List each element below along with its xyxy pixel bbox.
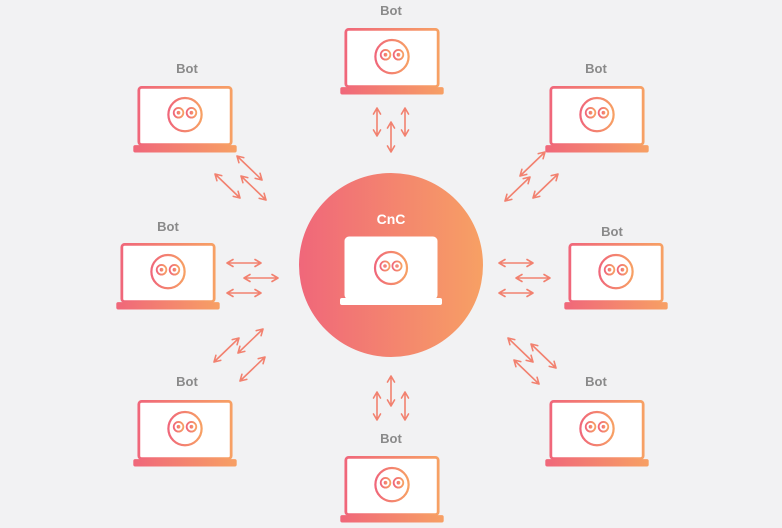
bot-laptop-icon — [543, 399, 651, 468]
bot-laptop-icon — [338, 455, 446, 524]
double-arrow-icon — [400, 107, 410, 137]
bot-label-right: Bot — [601, 224, 623, 239]
bot-laptop-icon — [131, 85, 239, 154]
double-arrow-icon — [400, 391, 410, 421]
double-arrow-icon — [237, 328, 264, 354]
bot-left: Bot — [114, 219, 222, 311]
bot-top: Bot — [338, 3, 446, 96]
bot-laptop-icon — [131, 399, 239, 468]
double-arrow-icon — [372, 391, 382, 421]
bot-label-left: Bot — [157, 219, 179, 234]
bot-laptop-icon — [562, 242, 670, 311]
double-arrow-icon — [513, 359, 540, 385]
double-arrow-icon — [214, 173, 241, 199]
double-arrow-icon — [243, 273, 279, 283]
double-arrow-icon — [386, 375, 396, 407]
bot-label-top: Bot — [380, 3, 402, 18]
double-arrow-icon — [498, 258, 534, 268]
double-arrow-icon — [515, 273, 551, 283]
bot-top-right: Bot — [543, 61, 651, 154]
bot-label-bottom-left: Bot — [176, 374, 198, 389]
double-arrow-icon — [504, 176, 531, 202]
cnc-laptop-icon — [340, 236, 442, 305]
double-arrow-icon — [532, 173, 559, 199]
double-arrow-icon — [239, 356, 266, 382]
double-arrow-icon — [386, 121, 396, 153]
double-arrow-icon — [507, 337, 534, 363]
bot-right: Bot — [562, 224, 670, 311]
double-arrow-icon — [240, 175, 267, 201]
bot-bottom-left: Bot — [131, 374, 239, 468]
bot-laptop-icon — [543, 85, 651, 154]
bot-bottom-right: Bot — [543, 374, 651, 468]
bot-label-bottom-right: Bot — [585, 374, 607, 389]
bot-laptop-icon — [338, 27, 446, 96]
double-arrow-icon — [530, 343, 557, 369]
connection-arrows — [213, 107, 559, 421]
bot-laptop-icon — [114, 242, 222, 311]
double-arrow-icon — [236, 155, 263, 181]
double-arrow-icon — [226, 288, 262, 298]
double-arrow-icon — [213, 337, 240, 363]
bot-top-left: Bot — [131, 61, 239, 154]
bot-bottom: Bot — [338, 431, 446, 524]
bot-label-top-right: Bot — [585, 61, 607, 76]
double-arrow-icon — [372, 107, 382, 137]
double-arrow-icon — [519, 151, 546, 177]
bot-label-top-left: Bot — [176, 61, 198, 76]
double-arrow-icon — [498, 288, 534, 298]
bot-label-bottom: Bot — [380, 431, 402, 446]
double-arrow-icon — [226, 258, 262, 268]
cnc-label: CnC — [377, 211, 406, 227]
cnc-server: CnC — [299, 173, 483, 357]
